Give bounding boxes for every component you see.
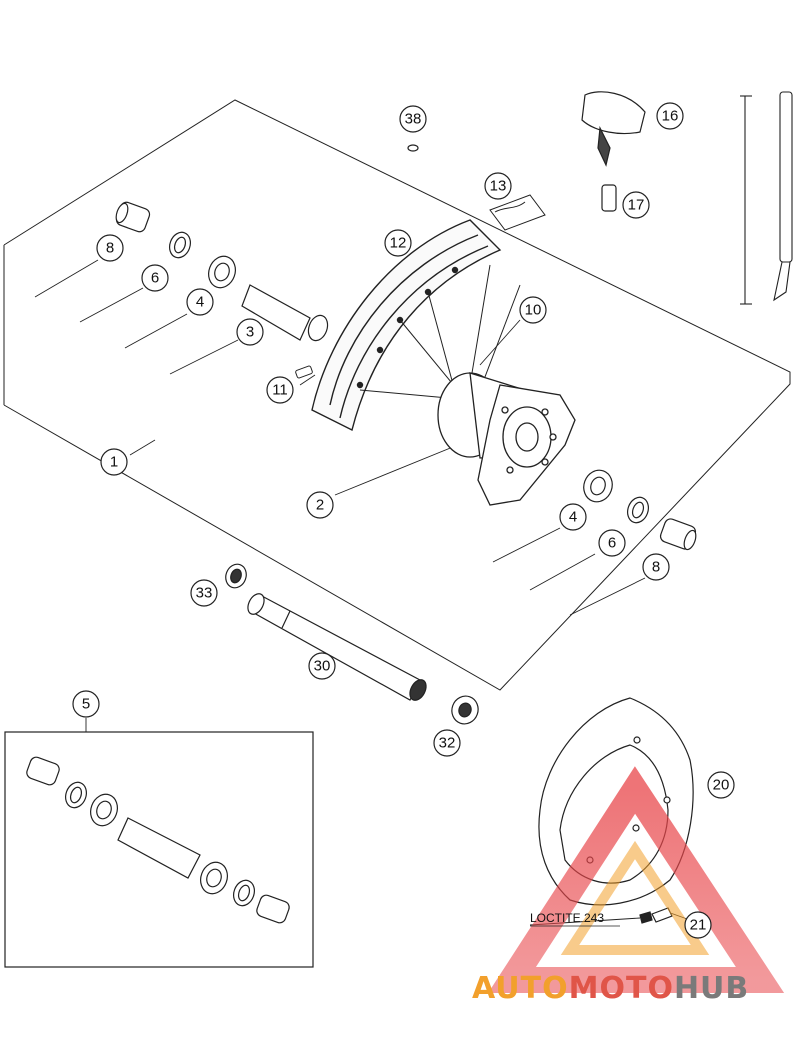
callout-8-right: 8 xyxy=(652,559,660,576)
callout-6-right: 6 xyxy=(608,535,616,552)
right-bushing-set xyxy=(583,469,697,551)
rim-tape xyxy=(489,194,546,231)
callout-13: 13 xyxy=(490,178,507,195)
callout-8-left: 8 xyxy=(106,240,114,257)
callout-38: 38 xyxy=(405,111,422,128)
callout-4-left: 4 xyxy=(196,294,204,311)
callout-17: 17 xyxy=(628,197,645,214)
callout-21: 21 xyxy=(690,917,707,934)
main-assembly-outline xyxy=(3,99,791,691)
callout-32: 32 xyxy=(439,735,456,752)
left-bushing-set xyxy=(115,201,329,342)
wheel-hub xyxy=(437,372,576,506)
callout-1: 1 xyxy=(110,454,118,471)
valve-parts xyxy=(407,91,646,212)
axle-set xyxy=(225,563,479,725)
callout-circles xyxy=(72,102,735,939)
callout-3: 3 xyxy=(246,324,254,341)
callout-33: 33 xyxy=(196,585,213,602)
callout-labels: 8 6 4 3 1 2 4 6 8 5 10 11 12 13 38 16 17… xyxy=(82,108,730,934)
watermark-triangle-logo xyxy=(488,766,785,993)
callout-10: 10 xyxy=(525,302,542,319)
rim xyxy=(311,219,502,432)
tool-bar xyxy=(740,91,793,305)
callout-2: 2 xyxy=(316,497,324,514)
callout-30: 30 xyxy=(314,658,331,675)
callout-16: 16 xyxy=(662,108,679,125)
callout-11: 11 xyxy=(272,382,288,399)
callout-5: 5 xyxy=(82,696,90,713)
spoke-nipple xyxy=(295,365,313,379)
loctite-label: LOCTITE 243 xyxy=(530,911,604,925)
callout-6-left: 6 xyxy=(151,270,159,287)
callout-20: 20 xyxy=(713,777,730,794)
callout-4-right: 4 xyxy=(569,509,577,526)
inset-bearing-kit xyxy=(4,731,314,968)
watermark-text: AUTOMOTOHUB xyxy=(472,971,749,1006)
callout-12: 12 xyxy=(390,235,407,252)
